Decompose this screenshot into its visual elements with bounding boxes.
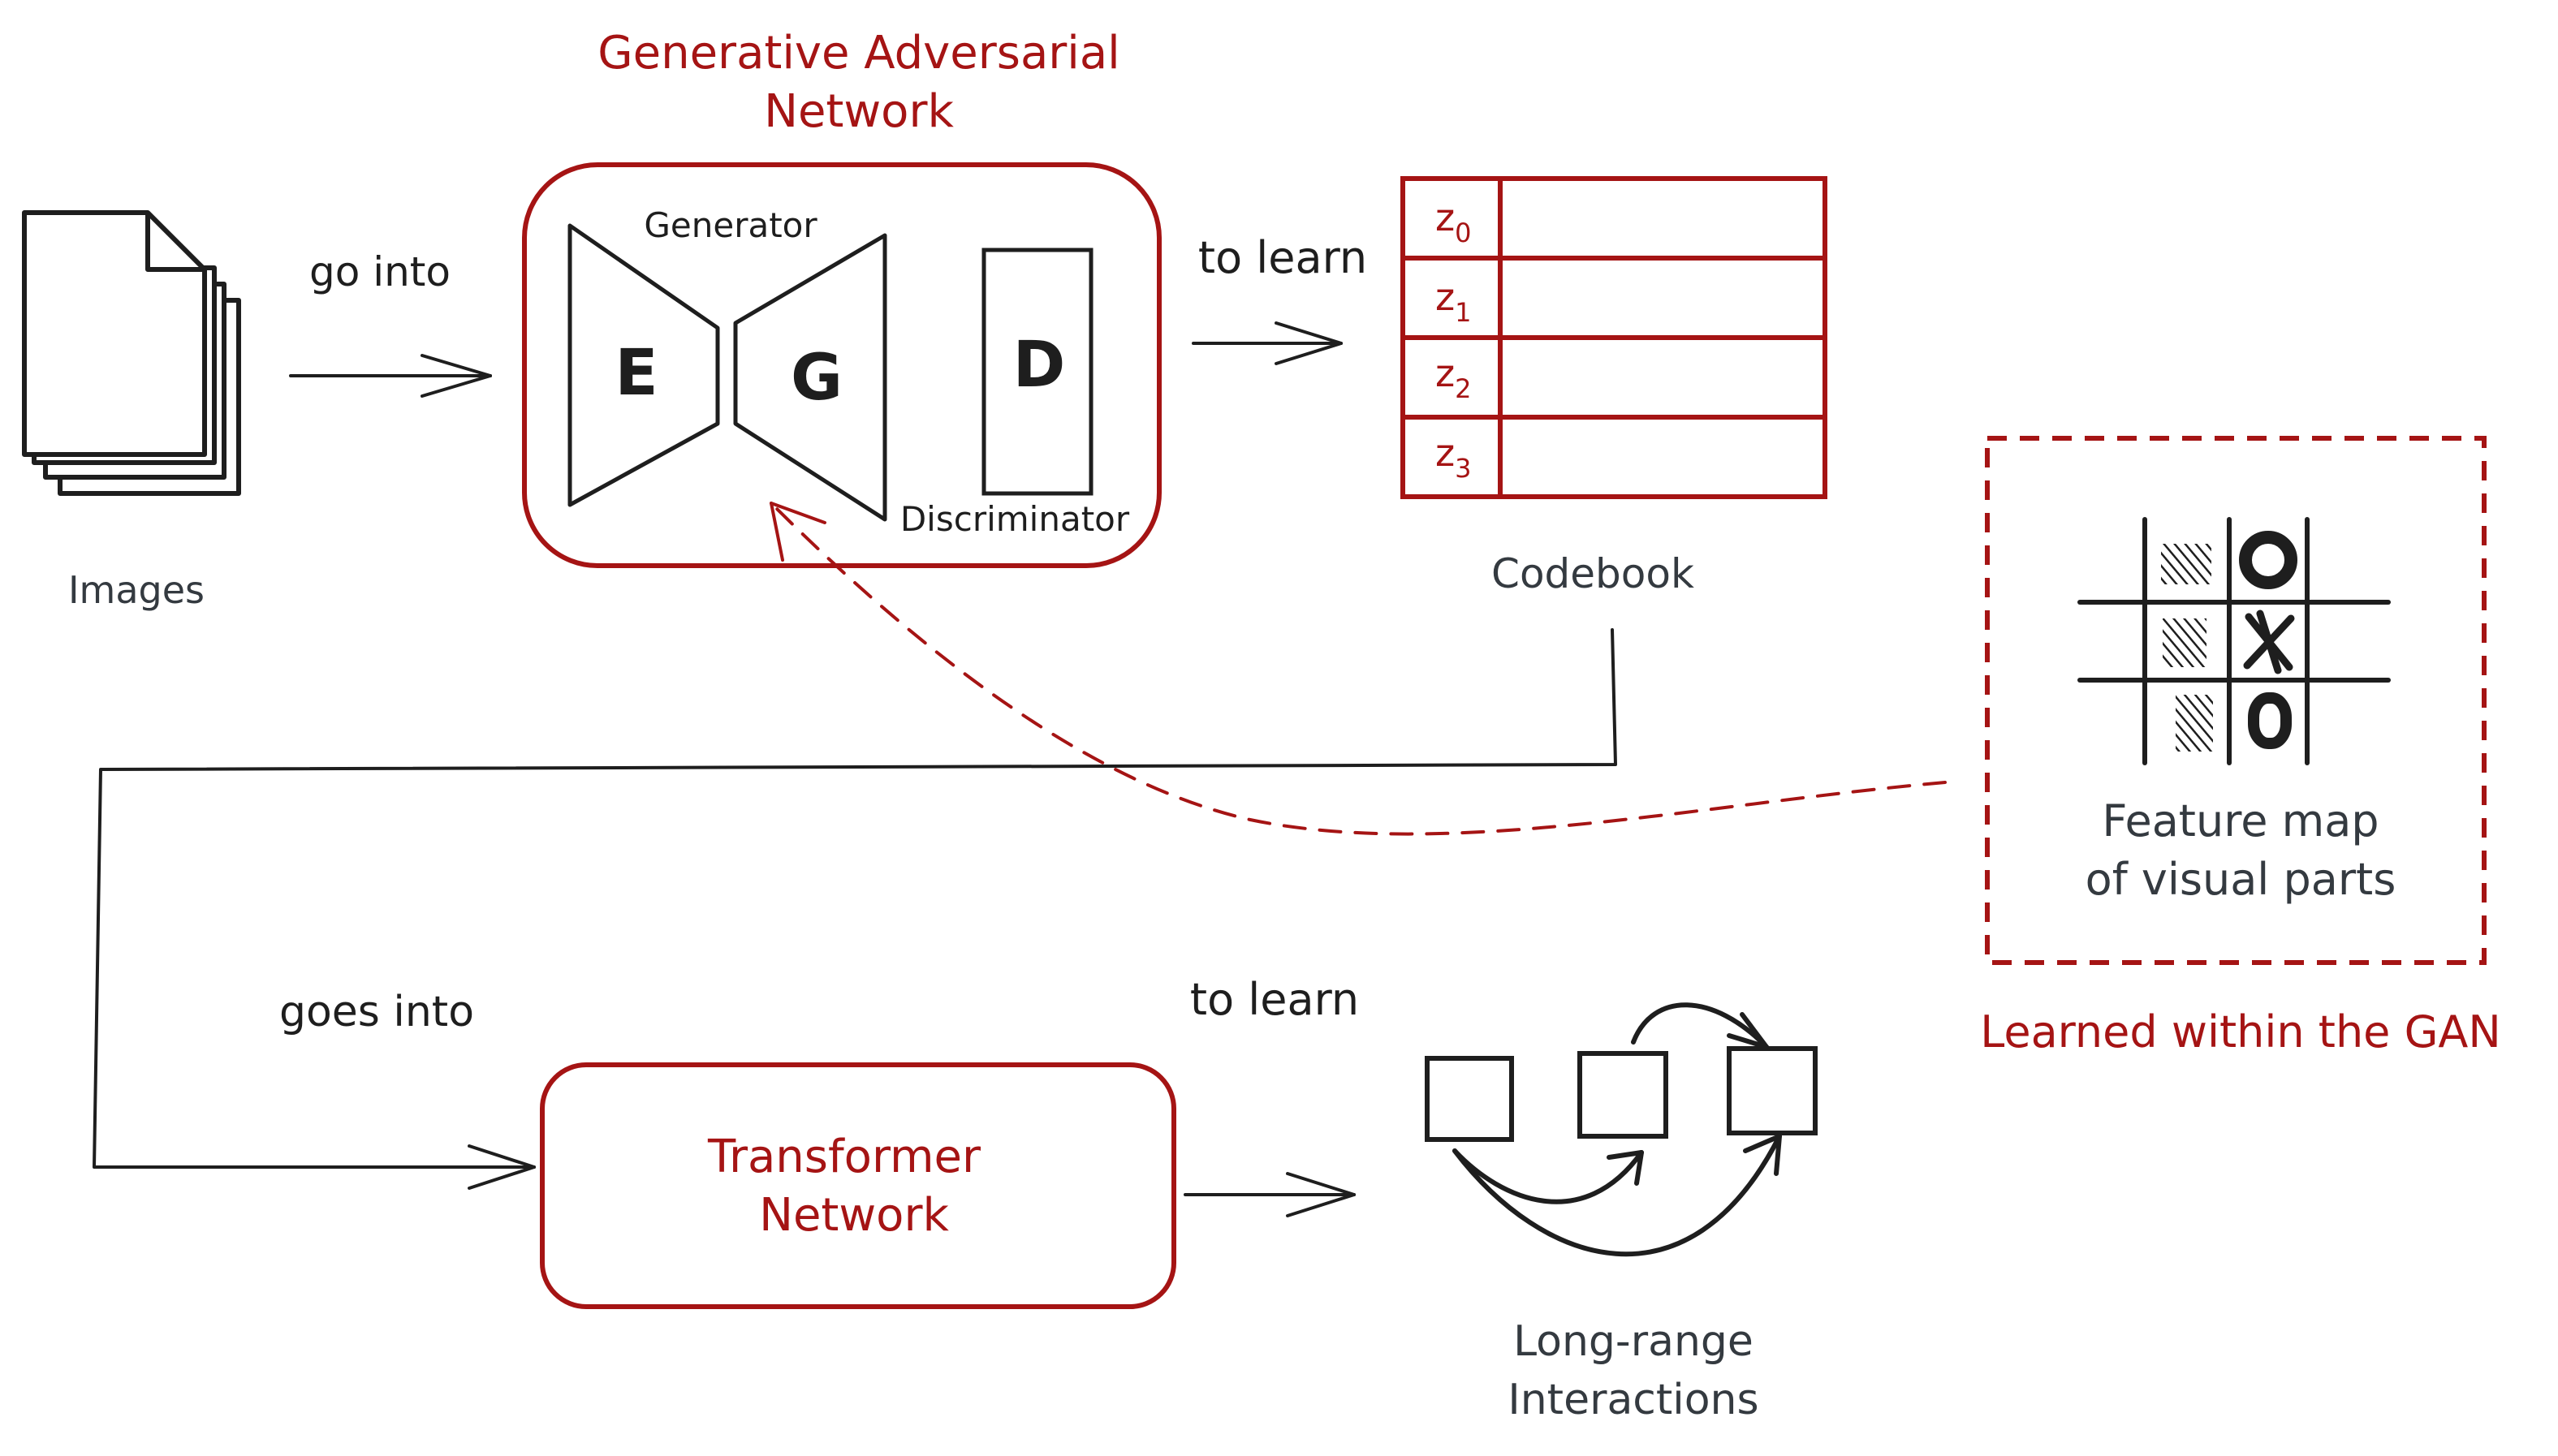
gan-title-line1: Generative Adversarial <box>597 27 1119 80</box>
to-learn-bottom-label: to learn <box>1190 974 1359 1025</box>
generator-label: Generator <box>644 205 817 245</box>
feature-map-box <box>1985 436 2487 965</box>
feature-map-to-gan-arrow <box>770 502 1947 836</box>
images-label: Images <box>68 568 205 612</box>
interaction-arrows <box>1452 1002 1782 1257</box>
generator-trapezoid <box>733 233 887 522</box>
gan-box <box>522 162 1162 568</box>
discriminator-letter: D <box>1013 329 1066 402</box>
codebook-row-3: z3 <box>1435 431 1472 484</box>
encoder-letter: E <box>615 337 658 410</box>
feature-map-caption: Learned within the GAN <box>1980 1006 2501 1058</box>
codebook-label: Codebook <box>1491 550 1694 597</box>
goes-into-label: goes into <box>279 988 474 1036</box>
codebook-row-0: z0 <box>1435 196 1472 248</box>
to-learn-bottom-arrow <box>1184 1172 1356 1217</box>
svg-text:z1: z1 <box>1435 275 1472 328</box>
gan-title-line2: Network <box>764 85 954 138</box>
feature-map-line1: Feature map <box>2102 795 2379 846</box>
to-learn-top-arrow <box>1192 321 1343 365</box>
codebook-row-1: z1 <box>1435 275 1472 328</box>
document-stack-icon <box>22 210 241 496</box>
transformer-box <box>540 1062 1176 1309</box>
codebook-row-2: z2 <box>1435 351 1472 404</box>
codebook-to-transformer-connector <box>93 628 1617 1190</box>
svg-text:z2: z2 <box>1435 351 1472 404</box>
interaction-nodes <box>1425 1046 1818 1142</box>
svg-text:z3: z3 <box>1435 431 1472 484</box>
discriminator-label: Discriminator <box>900 499 1130 539</box>
go-into-label: go into <box>309 248 451 295</box>
tic-tac-toe-icon <box>2077 517 2391 765</box>
codebook-table <box>1400 176 1827 499</box>
feature-map-line2: of visual parts <box>2086 854 2396 905</box>
transformer-line2: Network <box>759 1189 949 1242</box>
discriminator-block <box>981 248 1094 496</box>
to-learn-top-label: to learn <box>1198 232 1367 283</box>
generator-letter: G <box>791 342 843 415</box>
interactions-line1: Long-range <box>1513 1317 1754 1366</box>
go-into-arrow <box>289 354 492 398</box>
encoder-trapezoid <box>567 223 720 507</box>
transformer-line1: Transformer <box>707 1131 981 1183</box>
interactions-line2: Interactions <box>1508 1376 1758 1424</box>
svg-text:z0: z0 <box>1435 196 1472 248</box>
